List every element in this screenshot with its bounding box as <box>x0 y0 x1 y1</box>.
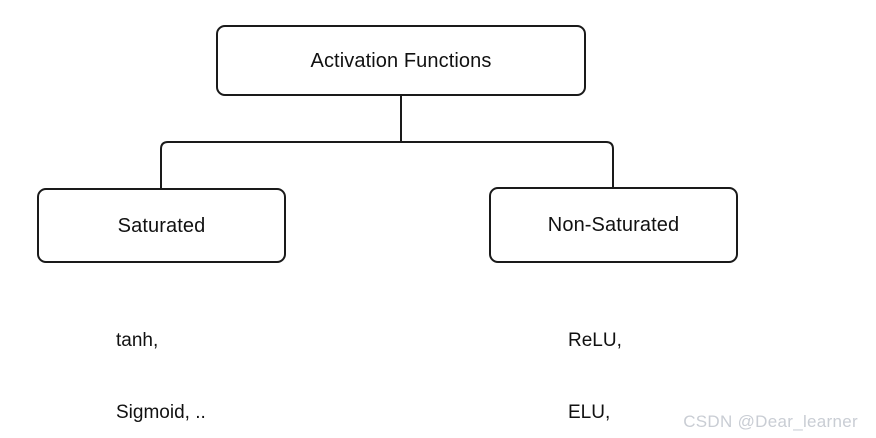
examples-list-saturated: tanh, Sigmoid, .. <box>116 281 206 438</box>
connector-branch-left <box>160 141 402 189</box>
node-label-saturated: Saturated <box>117 214 206 237</box>
list-item: Sigmoid, .. <box>116 402 206 423</box>
connector-branch-right <box>400 141 614 188</box>
node-label-root: Activation Functions <box>310 49 492 72</box>
list-item: tanh, <box>116 330 159 351</box>
examples-list-non-saturated: ReLU, ELU, Leaky ReLU, PReLU, RReLU, ... <box>568 281 678 438</box>
list-item: ELU, <box>568 402 611 423</box>
node-label-non-saturated: Non-Saturated <box>547 214 680 236</box>
node-activation-functions[interactable]: Activation Functions <box>216 25 586 96</box>
list-item: ReLU, <box>568 330 622 351</box>
node-saturated[interactable]: Saturated <box>37 188 286 263</box>
node-non-saturated[interactable]: Non-Saturated <box>489 187 738 263</box>
watermark: CSDN @Dear_learner <box>683 412 858 431</box>
